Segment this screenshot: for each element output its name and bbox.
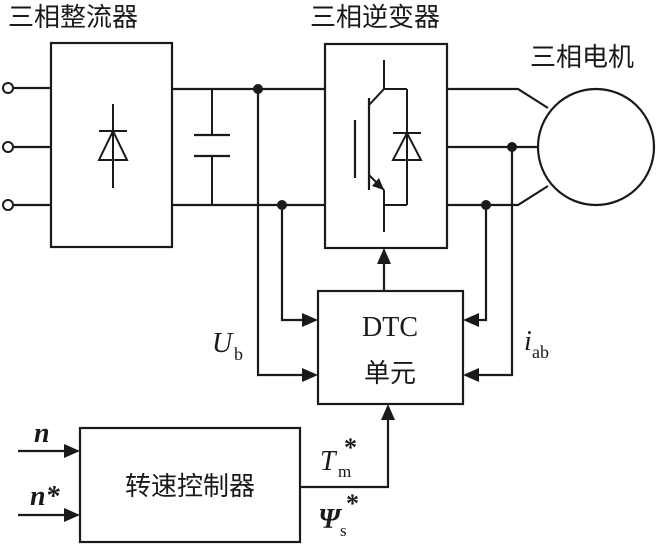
dtc-to-inverter-arrow bbox=[377, 248, 391, 291]
ac-input-terminals bbox=[2, 82, 51, 211]
rectifier-block bbox=[49, 41, 174, 249]
rectifier-title: 三相整流器 bbox=[8, 3, 138, 33]
svg-text:*: * bbox=[344, 433, 357, 462]
svg-text:s: s bbox=[340, 521, 347, 540]
svg-text:*: * bbox=[346, 489, 359, 518]
motor-phase-lines bbox=[447, 87, 549, 210]
svg-text:Ψ: Ψ bbox=[318, 504, 343, 535]
iab-label: i ab bbox=[524, 326, 549, 362]
speed-inputs: n n* bbox=[18, 418, 80, 522]
inverter-title: 三相逆变器 bbox=[310, 3, 440, 33]
speed-controller-label: 转速控制器 bbox=[125, 472, 255, 502]
dtc-label: DTC bbox=[362, 312, 418, 343]
motor-icon bbox=[536, 87, 656, 207]
speed-controller-block: 转速控制器 bbox=[78, 426, 302, 544]
freewheel-diode-icon bbox=[391, 130, 423, 161]
dtc-unit-block: DTC 单元 bbox=[316, 289, 465, 406]
svg-text:U: U bbox=[212, 328, 234, 359]
svg-text:b: b bbox=[234, 344, 243, 364]
n-label: n bbox=[34, 418, 50, 449]
svg-text:m: m bbox=[338, 462, 351, 481]
controller-to-dtc-arrow bbox=[300, 404, 395, 489]
svg-text:T: T bbox=[320, 446, 338, 477]
svg-text:i: i bbox=[524, 326, 532, 357]
dc-bus bbox=[172, 84, 325, 210]
svg-text:ab: ab bbox=[532, 342, 549, 362]
rectifier-diode-icon bbox=[97, 104, 129, 188]
dc-link-capacitor-icon bbox=[194, 89, 230, 205]
inverter-block bbox=[323, 42, 449, 250]
tm-label: T m * bbox=[320, 433, 357, 481]
igbt-icon bbox=[353, 60, 408, 232]
psi-label: Ψ s * bbox=[318, 489, 359, 540]
iab-feedback-lines bbox=[463, 147, 514, 382]
motor-title: 三相电机 bbox=[530, 43, 634, 73]
dtc-unit-label: 单元 bbox=[364, 359, 416, 389]
ub-feedback-lines bbox=[256, 89, 318, 382]
nstar-label: n* bbox=[30, 481, 61, 512]
ub-label: U b bbox=[212, 328, 243, 364]
